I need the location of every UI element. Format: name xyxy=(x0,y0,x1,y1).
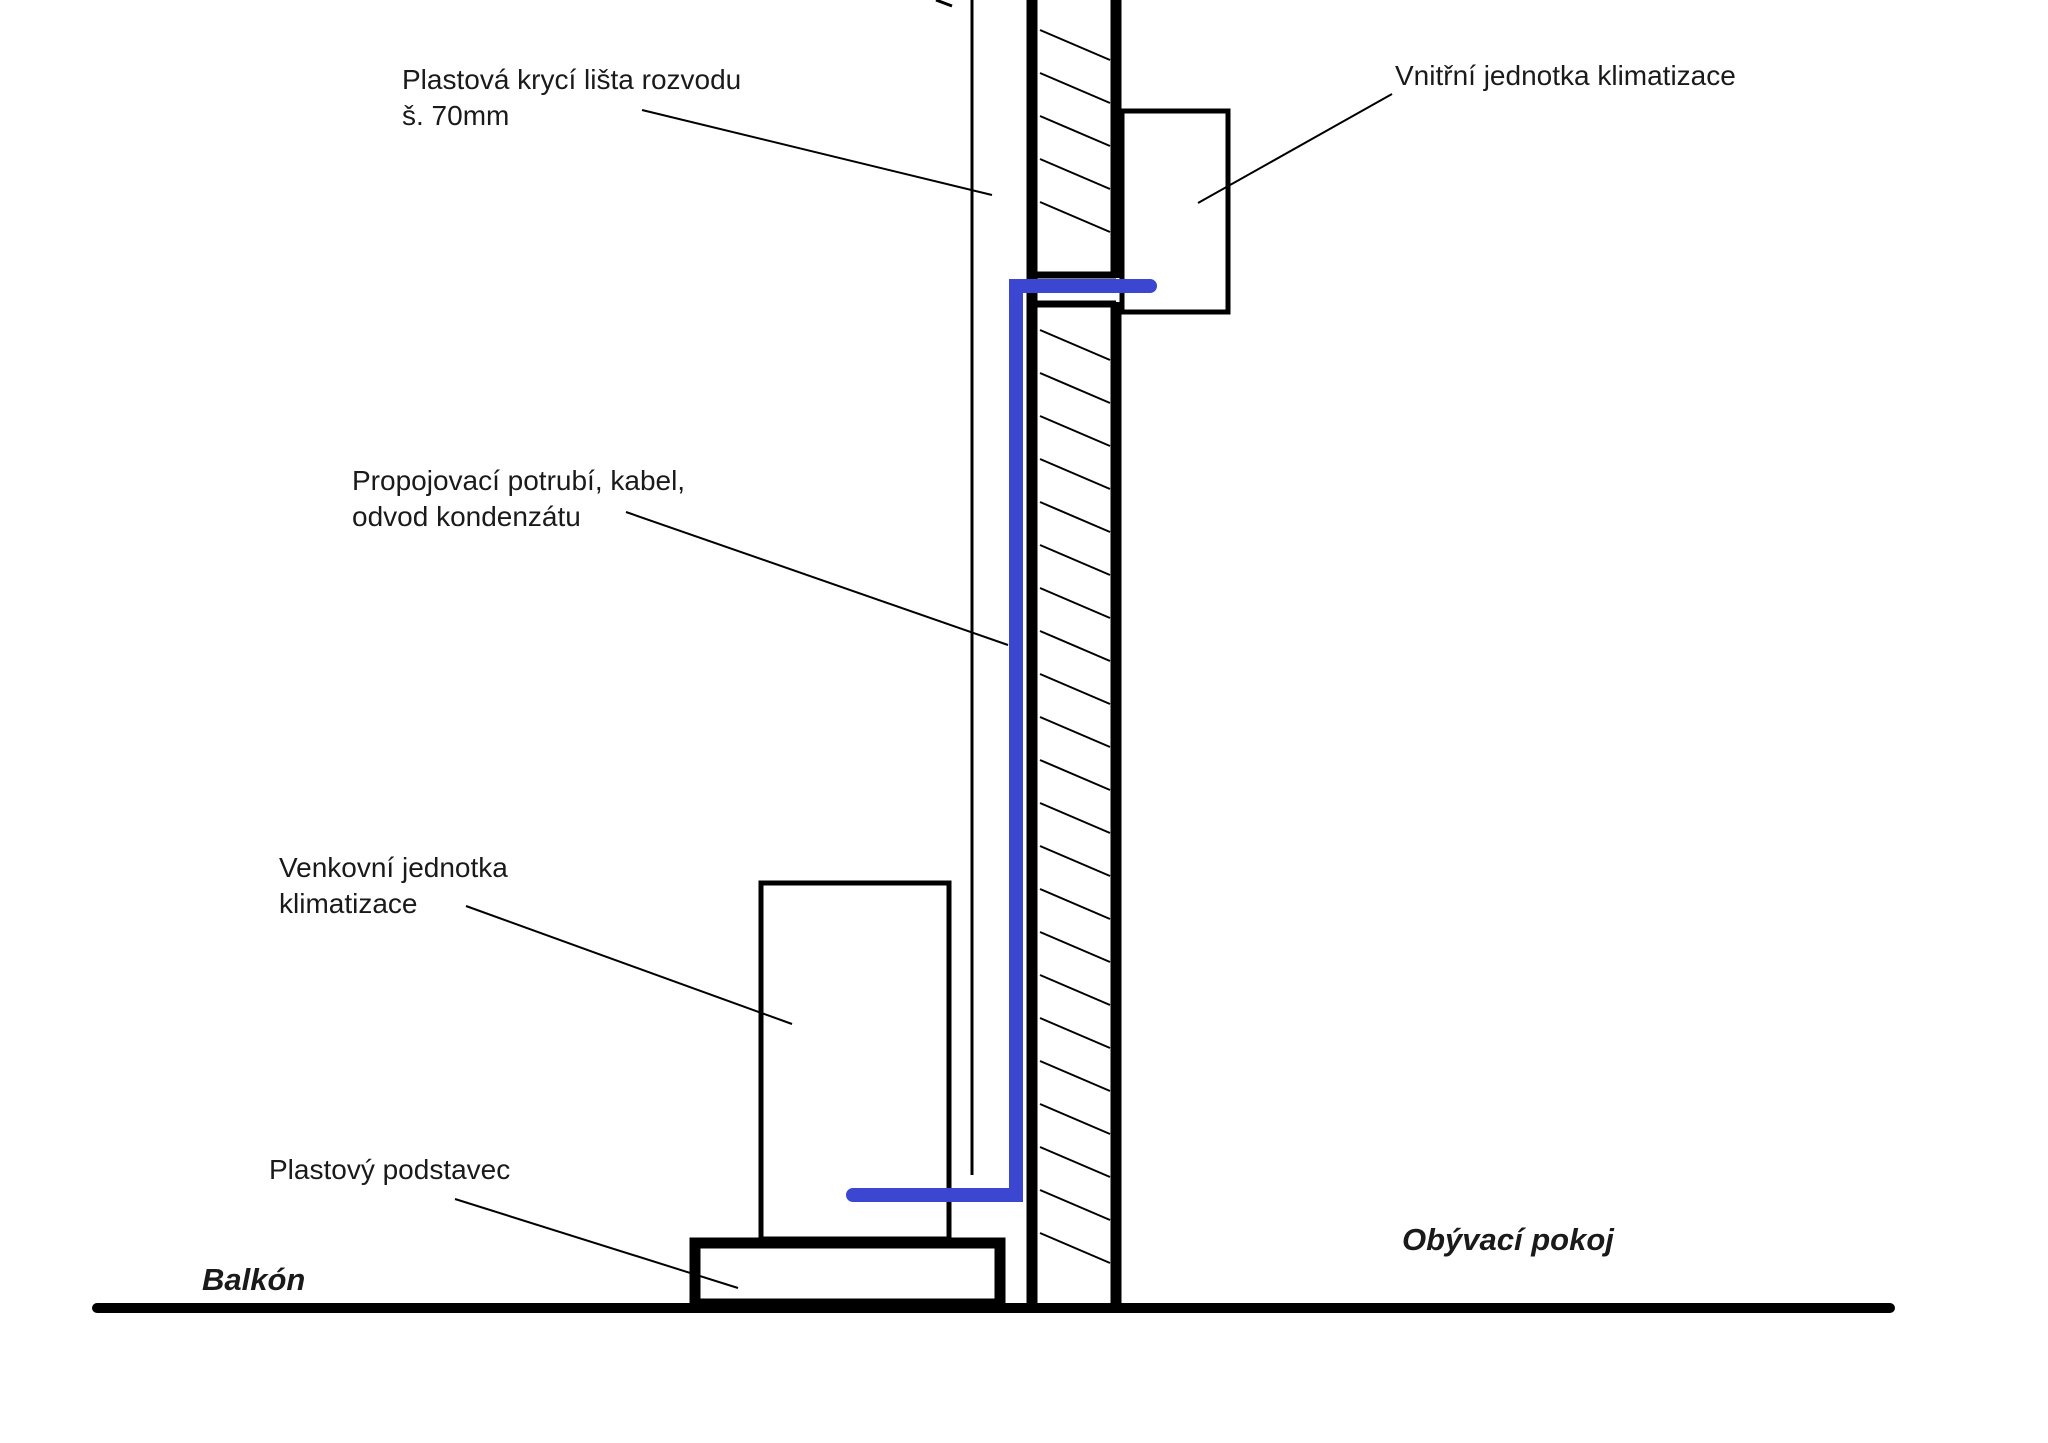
interconnecting-pipe xyxy=(846,279,1157,1202)
hatch-line xyxy=(1039,201,1111,233)
label-indoor-unit: Vnitřní jednotka klimatizace xyxy=(1395,60,1736,91)
hatch-line xyxy=(1039,630,1111,662)
hatch-line xyxy=(1039,544,1111,576)
plastic-stand xyxy=(689,1237,1006,1310)
label-outdoor-unit: Venkovní jednotka klimatizace xyxy=(279,852,508,919)
cover-strip xyxy=(935,0,974,1175)
leader-indoor-unit xyxy=(1197,93,1393,204)
leader-stand xyxy=(454,1198,739,1289)
hatch-line xyxy=(1039,974,1111,1006)
hatch-line xyxy=(1039,1017,1111,1049)
hatch-line xyxy=(1039,716,1111,748)
hatch-line xyxy=(1039,931,1111,963)
hatch-line xyxy=(1039,802,1111,834)
leader-cover-strip xyxy=(641,109,993,196)
hatch-line xyxy=(1039,888,1111,920)
hatch-line xyxy=(1039,72,1111,104)
wall xyxy=(1026,0,1122,1308)
hatch-line xyxy=(1039,1232,1111,1264)
hatch-line xyxy=(1039,29,1111,61)
indoor-unit xyxy=(1119,108,1231,315)
hatch-line xyxy=(1039,115,1111,147)
hatch-line xyxy=(1039,1103,1111,1135)
hatch-line xyxy=(1039,1146,1111,1178)
label-cover-strip: Plastová krycí lišta rozvodu š. 70mm xyxy=(402,64,742,131)
label-stand: Plastový podstavec xyxy=(269,1154,511,1185)
hatch-line xyxy=(1039,673,1111,705)
label-living-room: Obývací pokoj xyxy=(1402,1222,1614,1257)
hatch-line xyxy=(1039,158,1111,190)
hatch-line xyxy=(1039,501,1111,533)
hatch-line xyxy=(1039,329,1111,361)
outdoor-unit xyxy=(758,880,952,1242)
hatch-line xyxy=(1039,587,1111,619)
label-piping: Propojovací potrubí, kabel, odvod konden… xyxy=(352,465,686,532)
hatch-line xyxy=(1039,845,1111,877)
leader-piping xyxy=(625,511,1009,646)
leader-lines xyxy=(454,93,1393,1289)
leader-outdoor-unit xyxy=(465,905,793,1025)
hatch-line xyxy=(1039,759,1111,791)
wall-hatching xyxy=(1039,29,1111,1264)
label-balcony: Balkón xyxy=(202,1262,306,1297)
hatch-line xyxy=(1039,372,1111,404)
hatch-line xyxy=(1039,458,1111,490)
hatch-line xyxy=(1039,1189,1111,1221)
hatch-line xyxy=(1039,415,1111,447)
hatch-line xyxy=(1039,1060,1111,1092)
